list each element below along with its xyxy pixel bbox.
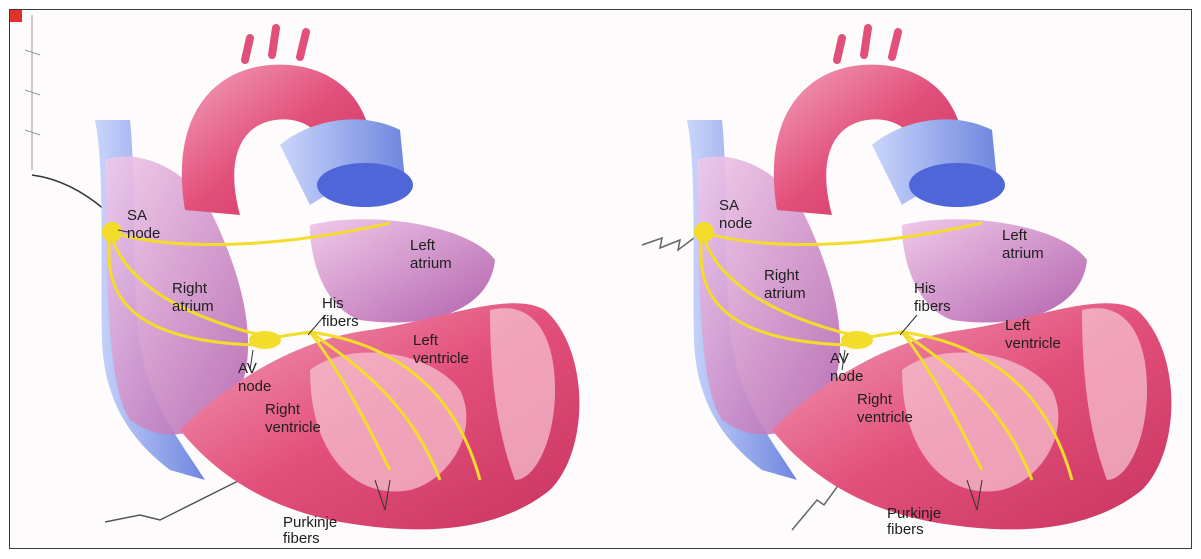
label-purkinje-fibers: Purkinje fibers — [283, 514, 341, 547]
heart-illustration-left: SA node Left atrium Right atrium His fib… — [10, 10, 600, 548]
aortic-branches — [837, 28, 898, 60]
av-node-marker — [841, 331, 873, 349]
aortic-branches — [245, 28, 306, 60]
sa-node-marker — [694, 222, 714, 242]
label-right-atrium: Right atrium — [764, 267, 806, 302]
pulmonary-opening — [317, 163, 413, 207]
heart-panel-right: SA node Left atrium Right atrium His fib… — [602, 10, 1192, 548]
label-purkinje-fibers: Purkinje fibers — [887, 505, 945, 538]
ecg-trace — [25, 15, 40, 170]
av-node-marker — [249, 331, 281, 349]
diagram-frame: SA node Left atrium Right atrium His fib… — [9, 9, 1192, 549]
heart-panel-left: SA node Left atrium Right atrium His fib… — [10, 10, 600, 548]
electrode-wire-bottom — [105, 480, 240, 522]
pulmonary-opening — [909, 163, 1005, 207]
electrode-wire-top — [32, 175, 105, 210]
heart-illustration-right: SA node Left atrium Right atrium His fib… — [602, 10, 1192, 548]
sa-node-marker — [102, 222, 122, 242]
label-right-atrium: Right atrium — [172, 280, 214, 315]
label-av-node: AV node — [830, 350, 863, 385]
stimulus-bolt-top — [642, 232, 702, 250]
